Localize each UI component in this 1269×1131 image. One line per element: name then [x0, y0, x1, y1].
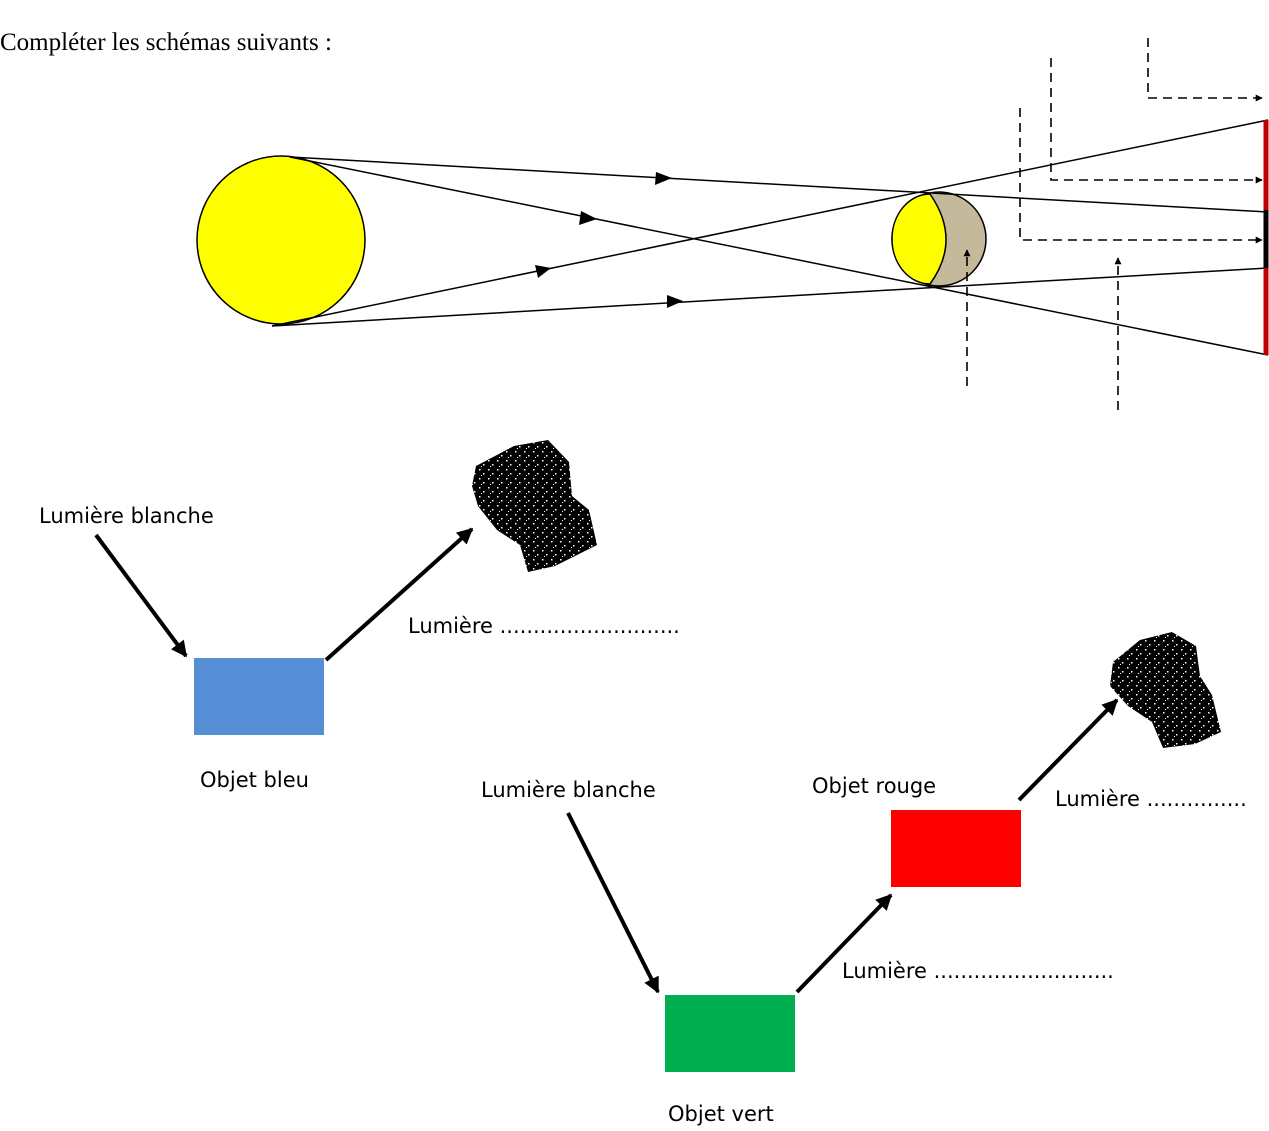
light-ray — [289, 156, 1269, 356]
eye-icon — [472, 440, 597, 572]
ray-arrow — [535, 265, 551, 278]
green-reflected-light-label: Lumière ........................... — [842, 959, 1114, 983]
red-object-label: Objet rouge — [812, 774, 936, 798]
incident-light-label: Lumière blanche — [481, 778, 656, 802]
ray-arrow — [655, 172, 672, 185]
green-reflected-light-arrow — [795, 893, 893, 994]
blue-object-diagram: Lumière blanche Lumière ................… — [39, 440, 680, 792]
ray-arrow — [667, 295, 683, 308]
dashed-guide-arrow — [1050, 58, 1263, 184]
incident-light-arrow — [94, 533, 188, 658]
eclipse-diagram — [196, 38, 1269, 410]
sun — [196, 155, 366, 325]
reflected-light-arrow — [324, 527, 474, 662]
incident-light-arrow — [566, 812, 660, 994]
blue-object — [194, 658, 324, 735]
moon-lit-side — [891, 193, 947, 285]
blue-object-label: Objet bleu — [200, 768, 309, 792]
light-ray — [289, 156, 1269, 213]
moon — [891, 191, 987, 287]
dashed-guide-arrow — [1147, 38, 1263, 102]
red-reflected-light-label: Lumière ............... — [1055, 787, 1247, 811]
red-reflected-light-arrow — [1017, 698, 1119, 802]
green-red-object-diagram: Lumière blanche Objet vert Lumière .....… — [481, 632, 1247, 1126]
dashed-guide-arrow — [1019, 108, 1263, 244]
eye-icon — [1110, 632, 1221, 748]
ray-arrow — [579, 211, 597, 225]
reflected-light-label: Lumière ........................... — [408, 614, 680, 638]
green-object — [665, 995, 795, 1072]
green-object-label: Objet vert — [668, 1102, 774, 1126]
instruction-text: Compléter les schémas suivants : — [0, 29, 332, 56]
light-ray — [271, 119, 1269, 327]
red-object — [891, 810, 1021, 887]
incident-light-label: Lumière blanche — [39, 504, 214, 528]
light-ray — [271, 267, 1269, 327]
